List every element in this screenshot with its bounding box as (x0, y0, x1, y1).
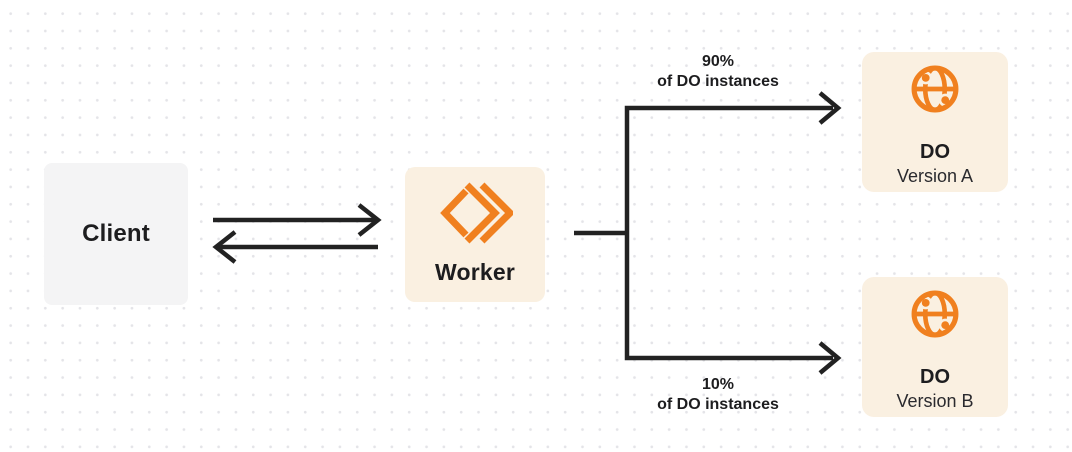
durable-object-globe-icon (911, 65, 959, 113)
worker-to-client-arrowhead-icon (212, 230, 237, 264)
branch-b-percentage-label: 10% of DO instances (608, 375, 828, 415)
arrowhead-to-do-b-icon (818, 341, 842, 375)
branch-split-line (624, 105, 833, 361)
do-b-title: DO (920, 366, 950, 388)
client-to-worker-arrowhead-icon (357, 203, 382, 237)
branch-a-caption: of DO instances (657, 73, 779, 90)
durable-object-globe-icon (911, 290, 959, 338)
do-a-subtitle: Version A (896, 166, 974, 186)
client-node: Client (44, 163, 188, 305)
do-version-b-node: DO Version B (862, 277, 1008, 417)
branch-a-percent: 90% (701, 53, 735, 70)
branch-b-percent: 10% (701, 376, 735, 393)
do-b-subtitle: Version B (896, 391, 974, 411)
arrowhead-to-do-a-icon (818, 91, 842, 125)
do-version-a-node: DO Version A (862, 52, 1008, 192)
do-a-title: DO (920, 141, 950, 163)
branch-b-caption: of DO instances (657, 396, 779, 413)
branch-a-percentage-label: 90% of DO instances (608, 52, 828, 92)
worker-node: Worker (405, 167, 545, 302)
client-label: Client (82, 220, 150, 247)
worker-label: Worker (434, 259, 516, 285)
cloudflare-workers-icon (440, 182, 513, 244)
